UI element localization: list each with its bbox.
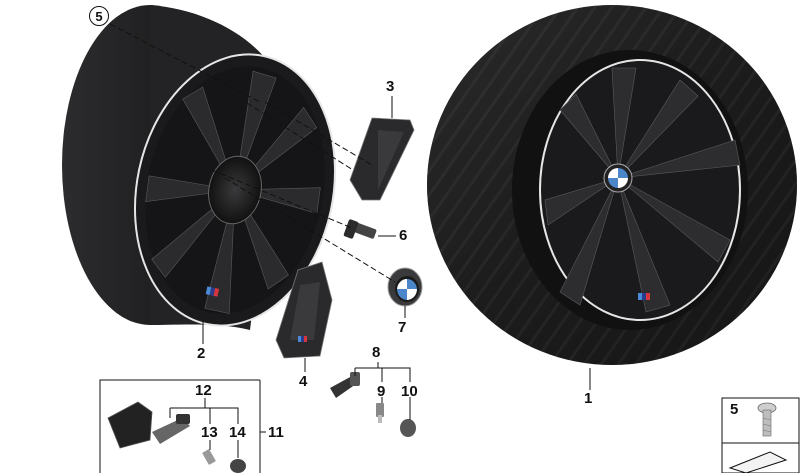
wheel-rim-part-2	[62, 5, 337, 330]
callout-13: 13	[201, 424, 218, 441]
tpms-valve-part-12	[152, 414, 190, 444]
callout-2: 2	[197, 345, 206, 362]
tpms-sensor	[107, 401, 153, 449]
callout-5-circled: 5	[89, 6, 109, 26]
callout-7: 7	[398, 319, 407, 336]
callout-9: 9	[377, 383, 386, 400]
callout-4: 4	[299, 373, 308, 390]
tpms-kit-box-part-11	[99, 379, 266, 473]
part-5-reference-box	[721, 397, 800, 473]
callout-10: 10	[401, 383, 418, 400]
callout-3: 3	[386, 78, 395, 95]
nut-part-14	[230, 459, 246, 473]
aero-insert-part-3	[349, 117, 415, 201]
screw-part-13	[202, 449, 216, 465]
screw-icon	[757, 402, 777, 437]
valve-part-8	[330, 372, 360, 398]
callout-8: 8	[372, 344, 381, 361]
hub-cap-part-7	[387, 267, 423, 307]
bmw-hub-emblem	[603, 163, 633, 193]
callout-5-box: 5	[730, 401, 739, 418]
callout-11: 11	[268, 424, 284, 441]
callout-12: 12	[195, 382, 212, 399]
callout-6: 6	[399, 227, 408, 244]
wheel-bolt-part-6	[343, 219, 377, 239]
callout-1: 1	[584, 390, 593, 407]
aero-insert-part-4	[275, 261, 333, 359]
complete-wheel-part-1	[427, 5, 797, 365]
leader-lines	[109, 23, 591, 458]
callout-14: 14	[229, 424, 246, 441]
valve-cap-part-10	[400, 419, 416, 437]
valve-core-part-9	[376, 403, 384, 423]
